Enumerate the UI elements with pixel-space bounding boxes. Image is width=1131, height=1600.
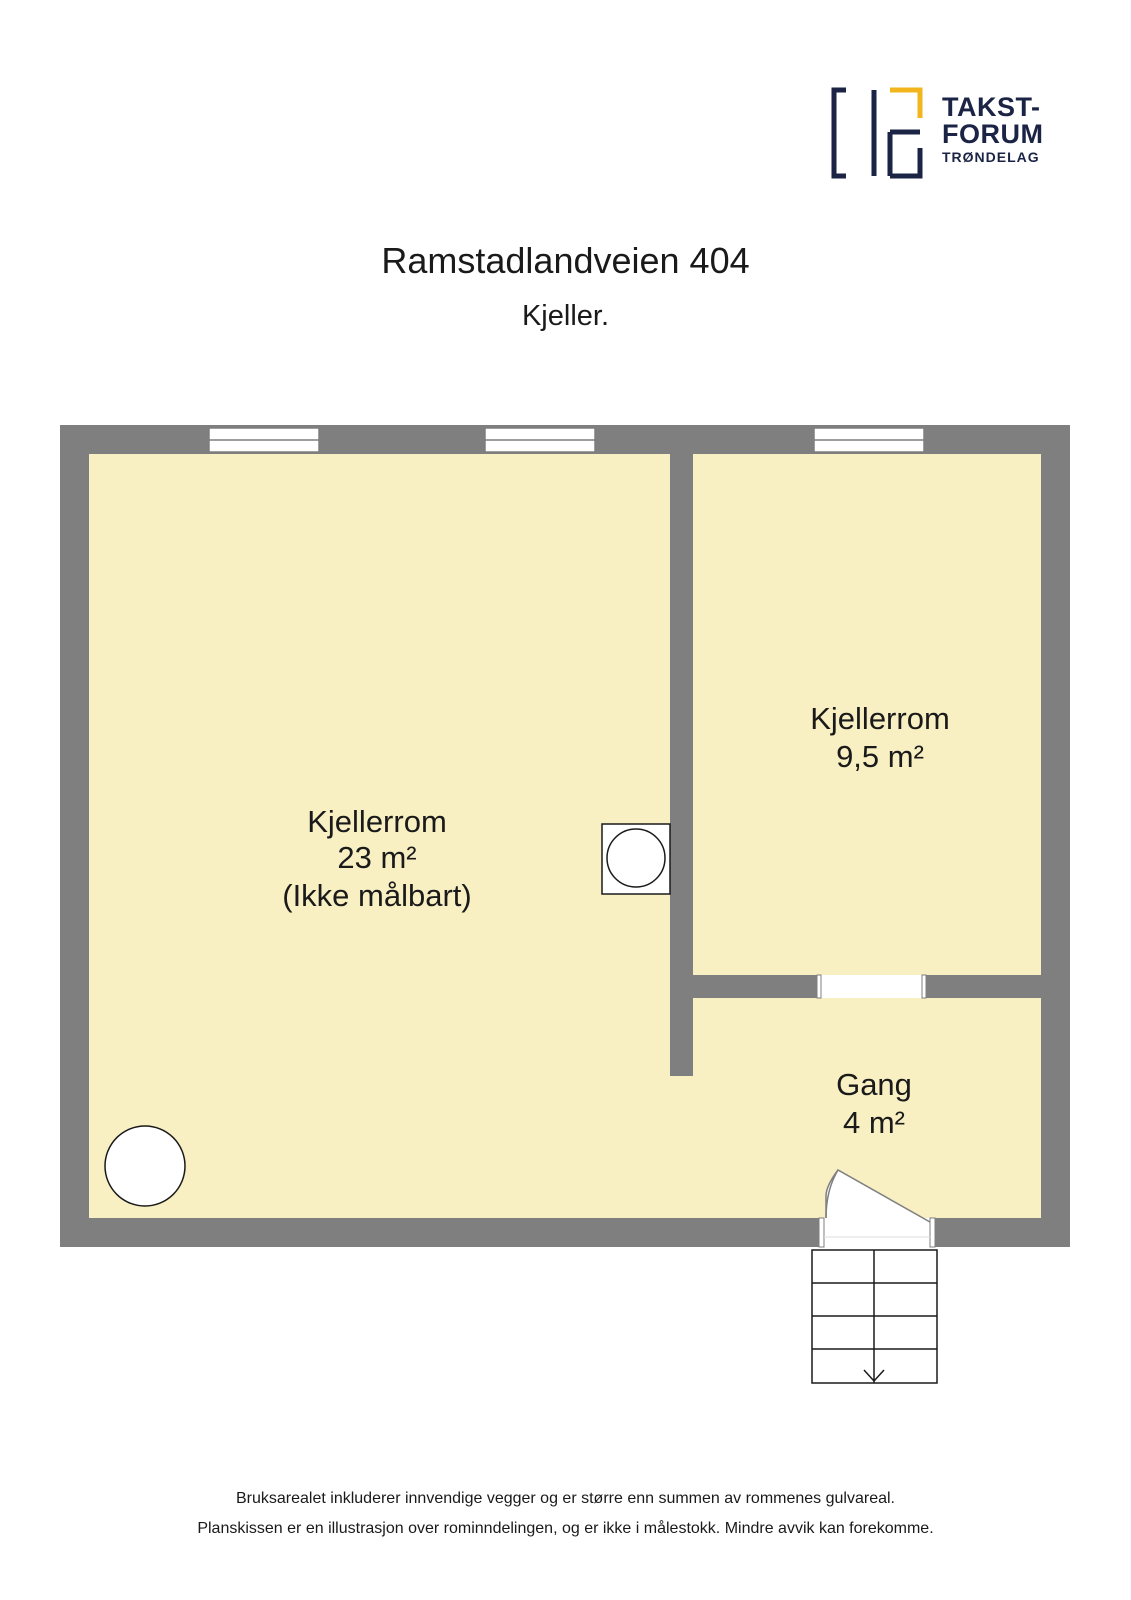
- disclaimer-line2: Planskissen er en illustrasjon over romi…: [197, 1520, 934, 1537]
- page-title: Ramstadlandveien 404: [381, 240, 750, 281]
- stairs: [811, 1249, 938, 1384]
- room-name: Gang: [836, 1067, 912, 1102]
- logo-text-line1: TAKST-: [942, 92, 1041, 122]
- room-area: 9,5 m²: [836, 739, 924, 774]
- round-fixture: [104, 1125, 186, 1207]
- room-area: 4 m²: [843, 1105, 905, 1140]
- window-2: [484, 427, 596, 453]
- floor-area: [89, 454, 1041, 1218]
- room-label-kjellerrom-large: Kjellerrom 23 m² (Ikke målbart): [282, 804, 471, 913]
- room-name: Kjellerrom: [810, 701, 950, 736]
- interior-doorway: [816, 974, 927, 999]
- window-1: [208, 427, 320, 453]
- room-note: (Ikke målbart): [282, 878, 471, 913]
- shaft-fixture: [601, 823, 671, 895]
- room-label-kjellerrom-small: Kjellerrom 9,5 m²: [810, 701, 950, 774]
- room-area: 23 m²: [337, 840, 416, 875]
- logo-text-line2: FORUM: [942, 119, 1044, 149]
- room-name: Kjellerrom: [307, 804, 447, 839]
- windows: [208, 427, 925, 453]
- logo-mark-icon: [831, 87, 923, 179]
- entrance-door: [818, 1169, 936, 1248]
- disclaimer-line1: Bruksarealet inkluderer innvendige vegge…: [236, 1490, 895, 1507]
- floor-subtitle: Kjeller.: [521, 300, 610, 332]
- window-3: [813, 427, 925, 453]
- logo-text-line3: TRØNDELAG: [942, 149, 1040, 165]
- disclaimer: Bruksarealet inkluderer innvendige vegge…: [0, 1484, 1131, 1544]
- takstforum-logo: TAKST- FORUM TRØNDELAG: [830, 86, 1050, 180]
- room-label-gang: Gang 4 m²: [836, 1067, 912, 1140]
